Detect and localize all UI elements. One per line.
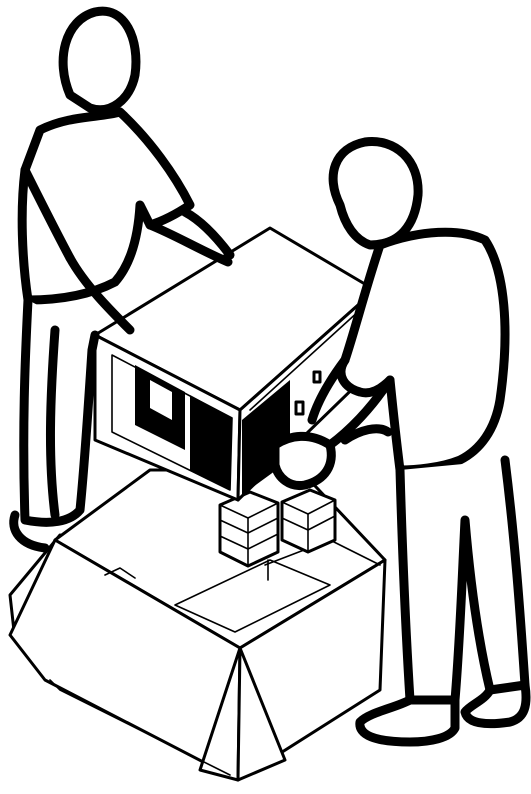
person-left-head: [63, 11, 136, 110]
foam-block-right: [282, 490, 335, 552]
person-left-legs: [24, 300, 95, 522]
person-left-leg-line: [50, 330, 55, 515]
person-right-foot-left: [360, 700, 455, 742]
person-right-head: [333, 142, 418, 245]
person-right-hand: [275, 436, 331, 485]
server-port-2: [314, 372, 320, 382]
foam-block-left: [220, 492, 278, 566]
person-right-foot-right: [465, 685, 526, 724]
person-right-legs: [400, 460, 525, 704]
server-port: [296, 402, 303, 414]
